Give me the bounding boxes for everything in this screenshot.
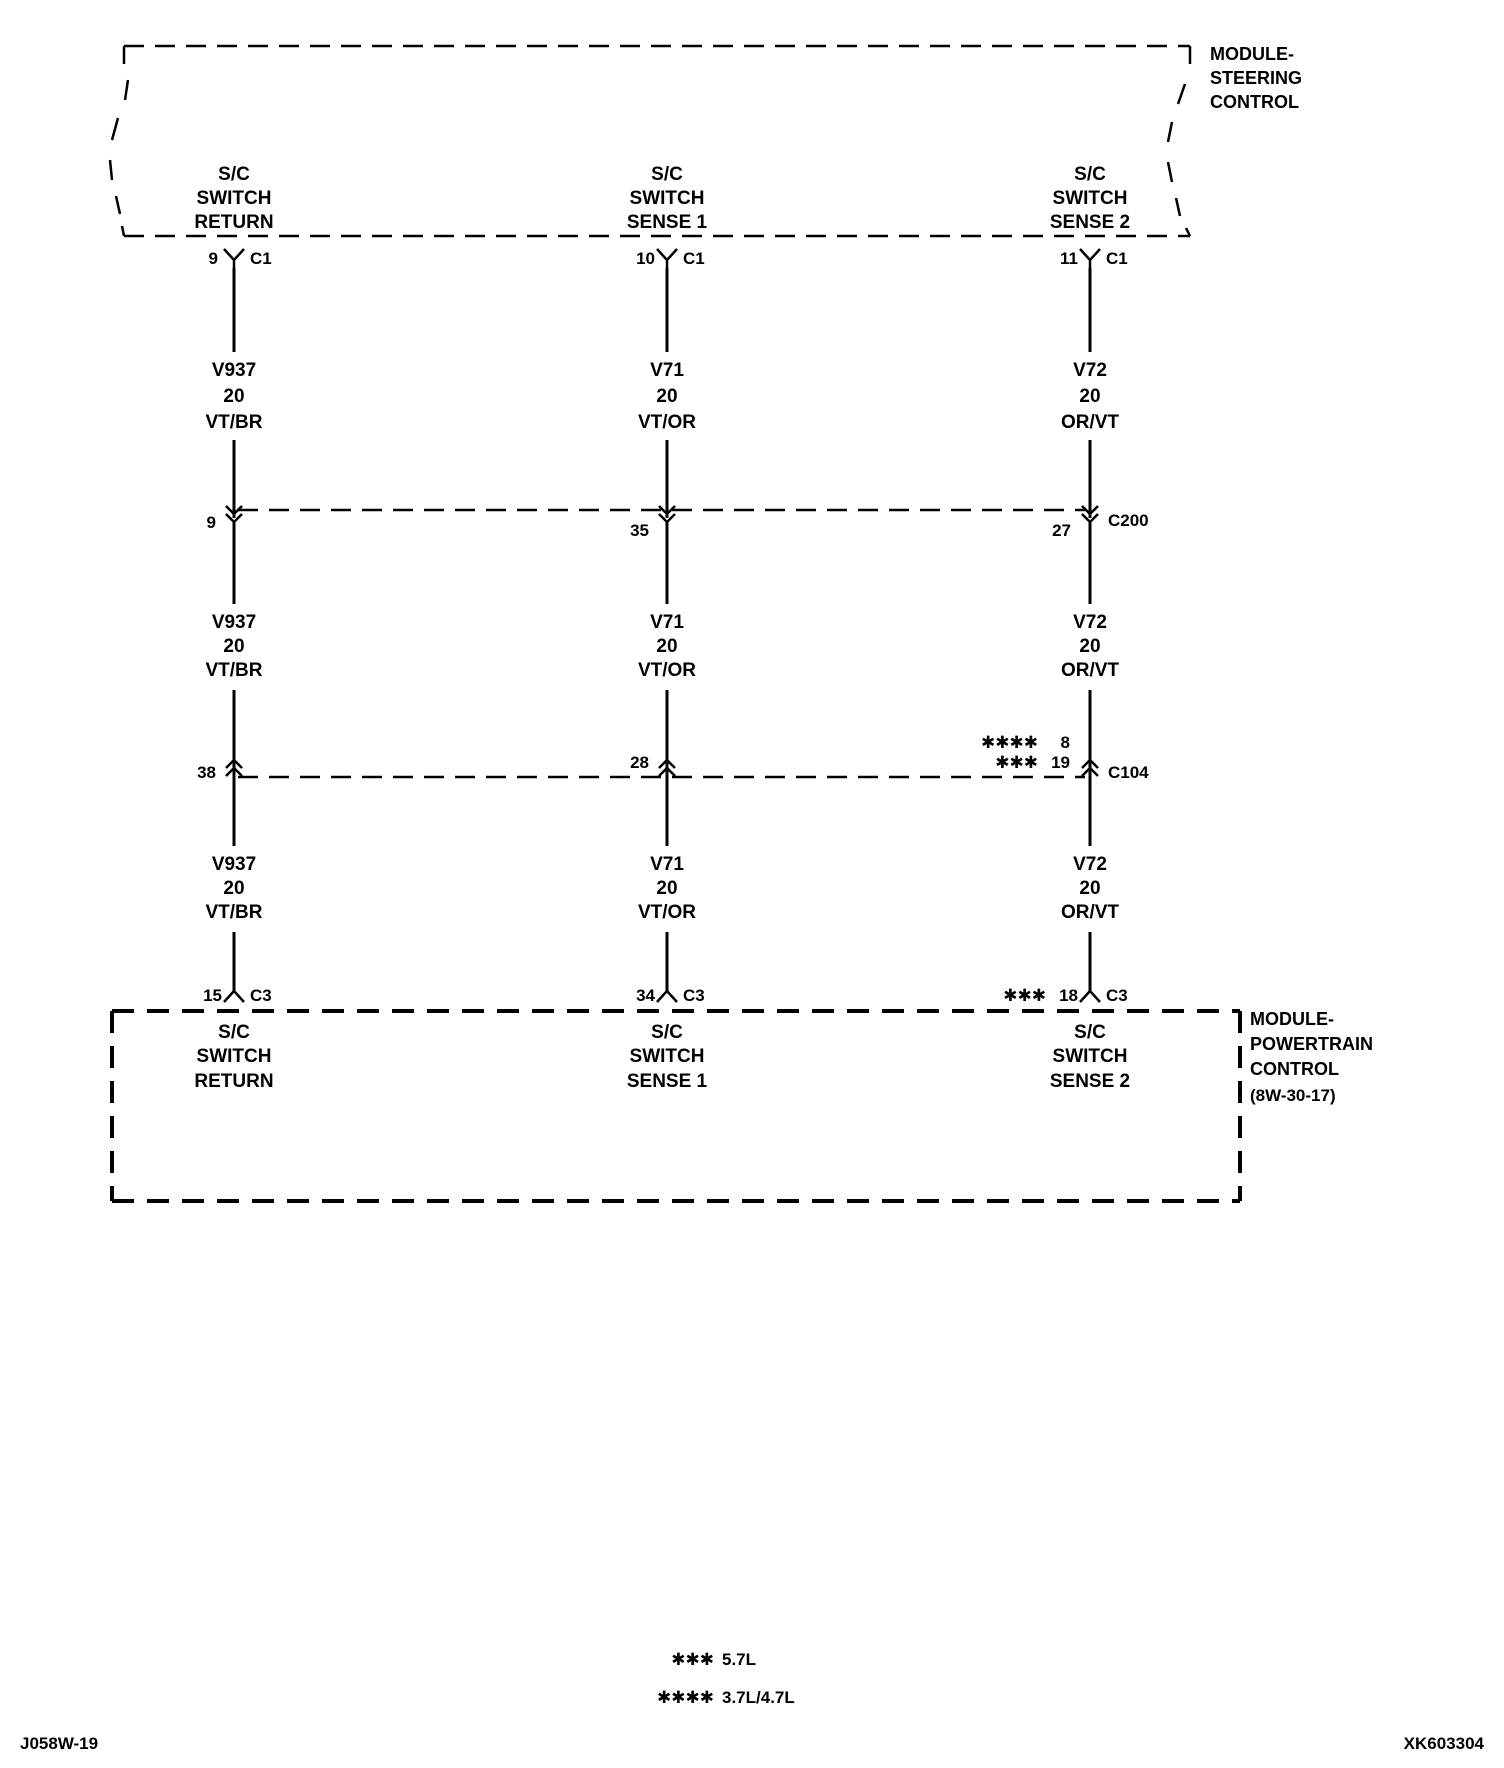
top-connector-name: C1 <box>250 249 272 268</box>
wire-id: V71 <box>650 854 684 875</box>
bottom-connector-name: C3 <box>250 986 272 1005</box>
c104-pin-symbol <box>658 758 676 777</box>
wire-gauge: 20 <box>656 636 677 657</box>
bottom-func-line-3: SENSE 2 <box>1050 1071 1130 1092</box>
footer-figure-id: J058W-19 <box>20 1734 98 1753</box>
wire-gauge: 20 <box>223 636 244 657</box>
circuit-v71: S/C SWITCH SENSE 1 10 C1 V71 20 VT/OR 35… <box>627 164 708 1092</box>
wire-id: V72 <box>1073 854 1107 875</box>
variant-three-star-marker: ✱✱✱ <box>995 753 1038 772</box>
c1-pin-symbol <box>223 248 245 268</box>
variant-legend: ✱✱✱ 5.7L ✱✱✱✱ 3.7L/4.7L <box>657 1650 795 1707</box>
wire-gauge: 20 <box>656 386 677 407</box>
bottom-connector-name: C3 <box>1106 986 1128 1005</box>
wire-color: VT/BR <box>206 412 263 433</box>
top-pin-number: 10 <box>636 249 655 268</box>
wire-id: V937 <box>212 854 256 875</box>
top-func-line-3: RETURN <box>194 212 273 233</box>
wire-id: V71 <box>650 612 684 633</box>
powertrain-module-outline <box>110 1009 1242 1203</box>
wire-id: V937 <box>212 612 256 633</box>
c3-pin-symbol <box>1079 989 1101 1003</box>
top-func-line-1: S/C <box>218 164 250 185</box>
bottom-func-line-2: SWITCH <box>630 1046 705 1067</box>
powertrain-module-label-2: POWERTRAIN <box>1250 1034 1373 1054</box>
bottom-func-line-1: S/C <box>1074 1022 1106 1043</box>
bottom-func-line-3: RETURN <box>194 1071 273 1092</box>
circuit-v72: S/C SWITCH SENSE 2 11 C1 V72 20 OR/VT 27… <box>981 164 1149 1092</box>
wire-id: V72 <box>1073 612 1107 633</box>
c104-pin-number: 38 <box>197 763 216 782</box>
variant-four-star-marker: ✱✱✱✱ <box>981 733 1038 752</box>
powertrain-module-label-3: CONTROL <box>1250 1059 1339 1079</box>
bottom-pin-number: 18 <box>1059 986 1078 1005</box>
steering-module-outline <box>108 44 1192 238</box>
c104-pin-number-3-7l-4-7l: 8 <box>1061 733 1070 752</box>
top-func-line-2: SWITCH <box>630 188 705 209</box>
c104-pin-symbol <box>1081 758 1099 777</box>
top-func-line-1: S/C <box>651 164 683 185</box>
c3-pin-symbol <box>656 989 678 1003</box>
top-pin-number: 11 <box>1060 249 1078 268</box>
bottom-func-line-1: S/C <box>651 1022 683 1043</box>
bottom-func-line-1: S/C <box>218 1022 250 1043</box>
wire-color: OR/VT <box>1061 902 1119 923</box>
variant-three-star-marker: ✱✱✱ <box>1003 986 1046 1005</box>
steering-module-label-1: MODULE- <box>1210 44 1294 64</box>
top-connector-name: C1 <box>1106 249 1128 268</box>
wire-color: VT/OR <box>638 412 696 433</box>
legend-text-3-7l-4-7l: 3.7L/4.7L <box>722 1688 795 1707</box>
steering-module-label-2: STEERING <box>1210 68 1302 88</box>
top-func-line-2: SWITCH <box>1053 188 1128 209</box>
bottom-func-line-2: SWITCH <box>1053 1046 1128 1067</box>
c3-pin-symbol <box>223 989 245 1003</box>
c104-connector-name: C104 <box>1108 763 1149 782</box>
powertrain-module-ref: (8W-30-17) <box>1250 1086 1336 1105</box>
wire-color: VT/OR <box>638 660 696 681</box>
legend-marker-3-7l-4-7l: ✱✱✱✱ <box>657 1688 714 1707</box>
bottom-pin-number: 34 <box>636 986 655 1005</box>
wire-gauge: 20 <box>1079 636 1100 657</box>
bottom-connector-name: C3 <box>683 986 705 1005</box>
wire-gauge: 20 <box>1079 878 1100 899</box>
top-func-line-2: SWITCH <box>197 188 272 209</box>
powertrain-module-label-1: MODULE- <box>1250 1009 1334 1029</box>
c200-pin-number: 35 <box>630 521 649 540</box>
c200-connector-name: C200 <box>1108 511 1149 530</box>
wire-id: V72 <box>1073 360 1107 381</box>
c104-pin-symbol <box>225 758 243 777</box>
wire-gauge: 20 <box>1079 386 1100 407</box>
wire-color: OR/VT <box>1061 660 1119 681</box>
bottom-func-line-2: SWITCH <box>197 1046 272 1067</box>
wire-id: V937 <box>212 360 256 381</box>
top-connector-name: C1 <box>683 249 705 268</box>
bottom-pin-number: 15 <box>203 986 222 1005</box>
top-pin-number: 9 <box>209 249 218 268</box>
c104-pin-number: 28 <box>630 753 649 772</box>
legend-text-5-7l: 5.7L <box>722 1650 756 1669</box>
wire-color: VT/BR <box>206 902 263 923</box>
c1-pin-symbol <box>656 248 678 268</box>
wire-color: VT/OR <box>638 902 696 923</box>
footer-document-id: XK603304 <box>1404 1734 1485 1753</box>
circuit-v937: S/C SWITCH RETURN 9 C1 V937 20 VT/BR 9 V… <box>194 164 273 1092</box>
top-func-line-1: S/C <box>1074 164 1106 185</box>
wire-gauge: 20 <box>223 878 244 899</box>
c200-pin-number: 9 <box>207 513 216 532</box>
wire-gauge: 20 <box>656 878 677 899</box>
legend-marker-5-7l: ✱✱✱ <box>671 1650 714 1669</box>
c104-pin-number-5-7l: 19 <box>1051 753 1070 772</box>
wire-color: OR/VT <box>1061 412 1119 433</box>
bottom-func-line-3: SENSE 1 <box>627 1071 708 1092</box>
wire-gauge: 20 <box>223 386 244 407</box>
c200-pin-number: 27 <box>1052 521 1071 540</box>
c1-pin-symbol <box>1079 248 1101 268</box>
wire-color: VT/BR <box>206 660 263 681</box>
top-func-line-3: SENSE 1 <box>627 212 708 233</box>
steering-module-label-3: CONTROL <box>1210 92 1299 112</box>
wire-id: V71 <box>650 360 684 381</box>
top-func-line-3: SENSE 2 <box>1050 212 1130 233</box>
